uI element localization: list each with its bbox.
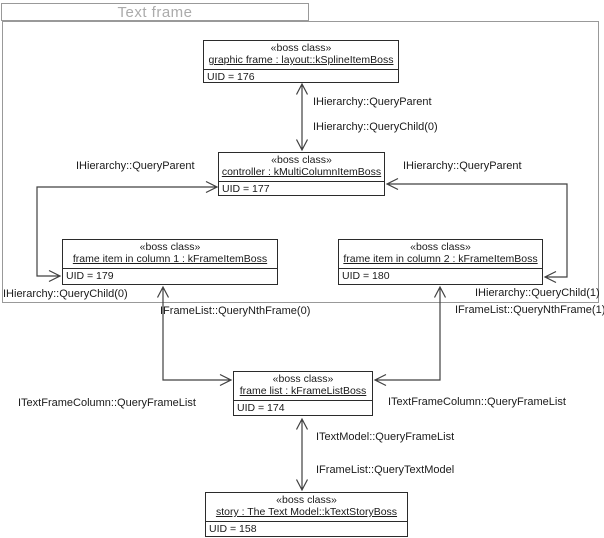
class-box-header: «boss class» frame list : kFrameListBoss [234, 372, 372, 400]
package-tab: Text frame [1, 3, 309, 21]
class-name-label: frame item in column 2 : kFrameItemBoss [343, 253, 538, 265]
uid-label: UID = 180 [339, 268, 542, 284]
class-box-header: «boss class» frame item in column 2 : kF… [339, 240, 542, 268]
label-iframelist-querynthframe1: IFrameList::QueryNthFrame(1) [455, 304, 604, 316]
class-box-header: «boss class» story : The Text Model::kTe… [206, 493, 407, 521]
label-ihierarchy-querychild0-left: IHierarchy::QueryChild(0) [3, 288, 128, 300]
class-box-story: «boss class» story : The Text Model::kTe… [205, 492, 408, 537]
class-box-header: «boss class» controller : kMultiColumnIt… [219, 153, 384, 181]
label-ihierarchy-queryparent-top: IHierarchy::QueryParent [313, 96, 432, 108]
class-box-header: «boss class» graphic frame : layout::kSp… [204, 41, 398, 69]
label-ihierarchy-queryparent-right: IHierarchy::QueryParent [403, 160, 522, 172]
stereotype-label: «boss class» [276, 494, 337, 506]
label-iframelist-querytextmodel: IFrameList::QueryTextModel [316, 464, 455, 476]
class-box-graphic-frame: «boss class» graphic frame : layout::kSp… [203, 40, 399, 83]
package-title: Text frame [117, 3, 193, 21]
label-ihierarchy-querychild0-top: IHierarchy::QueryChild(0) [313, 121, 438, 133]
class-name-label: frame item in column 1 : kFrameItemBoss [72, 253, 268, 265]
class-box-header: «boss class» frame item in column 1 : kF… [63, 240, 277, 268]
label-itextframecolumn-queryframelist-left: ITextFrameColumn::QueryFrameList [18, 397, 196, 409]
uid-label: UID = 174 [234, 400, 372, 415]
label-itextframecolumn-queryframelist-right: ITextFrameColumn::QueryFrameList [388, 396, 566, 408]
connector-textmodel [295, 417, 309, 492]
uid-label: UID = 158 [206, 521, 407, 536]
uid-label: UID = 177 [219, 181, 384, 196]
label-iframelist-querynthframe0: IFrameList::QueryNthFrame(0) [160, 305, 311, 317]
class-box-frame-item-column-2: «boss class» frame item in column 2 : kF… [338, 239, 543, 285]
label-itextmodel-queryframelist: ITextModel::QueryFrameList [316, 431, 455, 443]
class-box-frame-list: «boss class» frame list : kFrameListBoss… [233, 371, 373, 416]
stereotype-label: «boss class» [272, 373, 334, 385]
stereotype-label: «boss class» [410, 241, 471, 253]
stereotype-label: «boss class» [270, 42, 332, 54]
class-name-label: graphic frame : layout::kSplineItemBoss [208, 54, 394, 66]
class-box-frame-item-column-1: «boss class» frame item in column 1 : kF… [62, 239, 278, 285]
stereotype-label: «boss class» [139, 241, 201, 253]
class-name-label: controller : kMultiColumnItemBoss [221, 166, 382, 178]
label-ihierarchy-queryparent-left: IHierarchy::QueryParent [76, 160, 195, 172]
class-box-controller: «boss class» controller : kMultiColumnIt… [218, 152, 385, 196]
label-ihierarchy-querychild1-right: IHierarchy::QueryChild(1) [475, 287, 600, 299]
uid-label: UID = 179 [63, 268, 277, 284]
uid-label: UID = 176 [204, 69, 398, 84]
stereotype-label: «boss class» [271, 154, 332, 166]
class-name-label: story : The Text Model::kTextStoryBoss [215, 506, 398, 518]
class-name-label: frame list : kFrameListBoss [239, 385, 367, 397]
